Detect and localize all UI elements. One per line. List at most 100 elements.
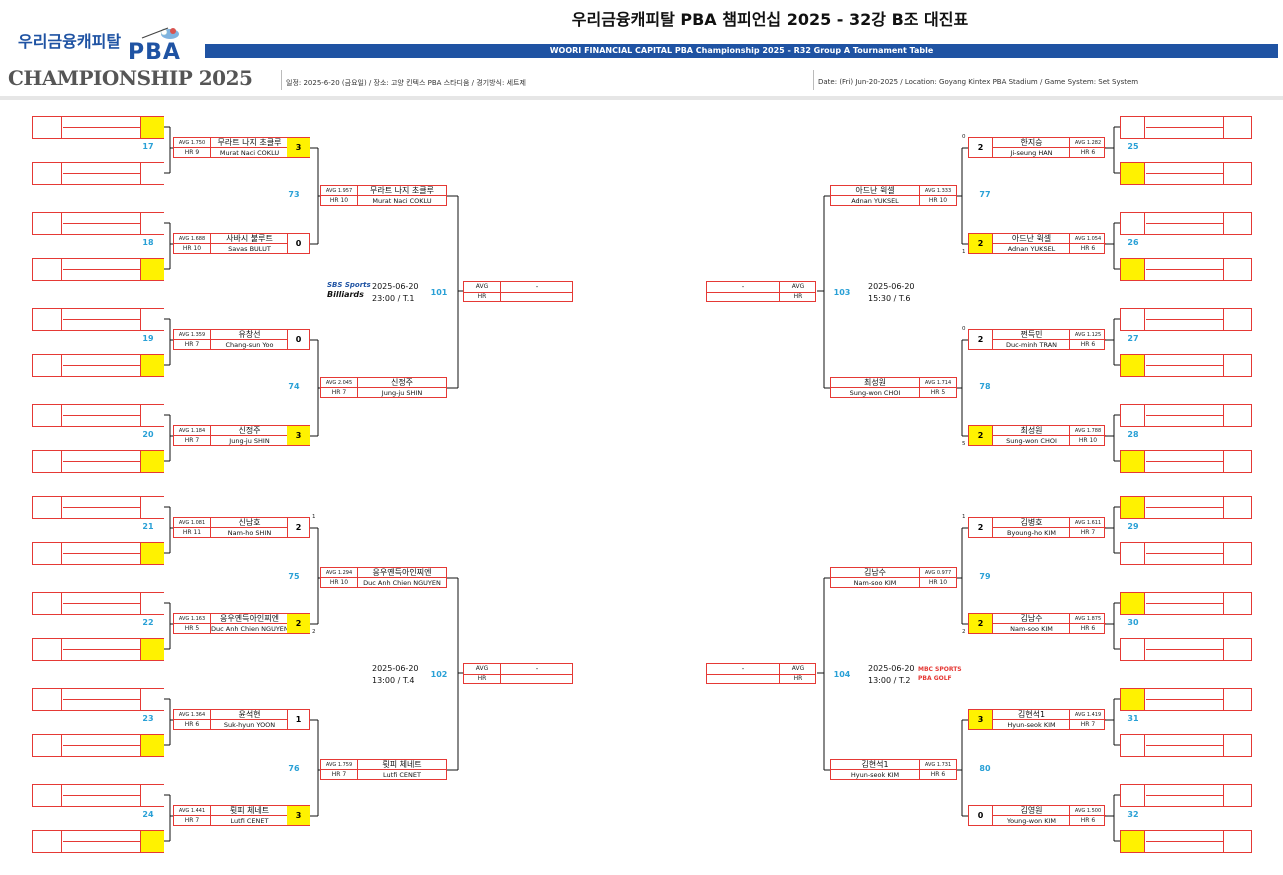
player-seed-box[interactable] [32, 354, 164, 377]
player-seed-box[interactable] [1120, 212, 1252, 235]
player-seed-box[interactable] [32, 592, 164, 615]
player-seed-box[interactable] [1120, 258, 1252, 281]
match-number: 24 [142, 810, 154, 819]
page-title: 우리금융캐피탈 PBA 챔피언십 2025 - 32강 B조 대진표 [571, 10, 969, 29]
player-seed-box[interactable] [1120, 542, 1252, 565]
player-seed-box[interactable] [32, 308, 164, 331]
average-value: AVG 1.875 [1070, 614, 1106, 624]
player-seed-box[interactable] [1120, 354, 1252, 377]
match-number: 79 [979, 572, 991, 581]
set-score: 2 [977, 523, 984, 532]
player-seed-box[interactable] [32, 496, 164, 519]
player-seed-box[interactable] [32, 688, 164, 711]
player-seed-box[interactable] [1120, 688, 1252, 711]
divider [1069, 426, 1070, 445]
set-score [1121, 689, 1145, 710]
player-name-english: Murat Naci COKLU [219, 149, 280, 157]
player-name-english: Lutfi CENET [230, 817, 269, 825]
player-seed-box[interactable] [1120, 830, 1252, 853]
average-value: AVG 0.977 [920, 568, 956, 578]
divider [992, 426, 993, 445]
player-seed-box[interactable] [1120, 162, 1252, 185]
divider [210, 710, 211, 729]
player-name-english: Chang-sun Yoo [225, 341, 274, 349]
set-score [140, 451, 164, 472]
match-number: 18 [142, 238, 154, 247]
seed-number [33, 355, 62, 376]
player-seed-box[interactable] [1120, 404, 1252, 427]
player-seed-box[interactable] [32, 734, 164, 757]
player-seed-box[interactable] [1120, 450, 1252, 473]
player-name-korean [63, 594, 140, 604]
player-seed-box[interactable] [32, 450, 164, 473]
divider [1069, 330, 1070, 349]
player-name-english [63, 174, 140, 184]
match-number: 78 [979, 382, 991, 391]
average-value: AVG 2.045 [321, 378, 357, 388]
high-run: HR 5 [930, 389, 946, 396]
player-seed-box[interactable] [32, 542, 164, 565]
player-seed-box[interactable] [32, 116, 164, 139]
player-name-english [1146, 320, 1223, 330]
divider [1069, 614, 1070, 633]
player-seed-box[interactable] [32, 162, 164, 185]
player-name-korean: 륏피 체네트 [211, 806, 288, 816]
player-name-korean [63, 690, 140, 700]
match-number: 80 [979, 764, 991, 773]
set-score [140, 639, 164, 660]
player-seed-box[interactable] [32, 212, 164, 235]
divider [779, 282, 780, 301]
player-seed-box[interactable] [1120, 784, 1252, 807]
high-run: HR 10 [1078, 437, 1098, 444]
seed-number [1223, 451, 1252, 472]
player-seed-box[interactable] [32, 830, 164, 853]
seed-number [33, 497, 62, 518]
player-seed-box[interactable] [1120, 592, 1252, 615]
player-seed-box[interactable] [1120, 308, 1252, 331]
player-seed-box[interactable] [1120, 638, 1252, 661]
page-subtitle: WOORI FINANCIAL CAPITAL PBA Championship… [205, 44, 1278, 58]
player-seed-box[interactable] [1120, 116, 1252, 139]
seed-number [33, 831, 62, 852]
player-name-korean [63, 736, 140, 746]
player-seed-box[interactable] [32, 638, 164, 661]
player-seed-box[interactable] [1120, 496, 1252, 519]
seed-number [1223, 639, 1252, 660]
match-number: 29 [1127, 522, 1139, 531]
set-score: 0 [295, 335, 302, 344]
player-seed-box[interactable] [32, 784, 164, 807]
player-name-english [63, 366, 140, 376]
player-seed-box[interactable] [32, 258, 164, 281]
seed-number [1223, 355, 1252, 376]
player-seed-box[interactable] [1120, 734, 1252, 757]
player-seed-box[interactable] [32, 404, 164, 427]
